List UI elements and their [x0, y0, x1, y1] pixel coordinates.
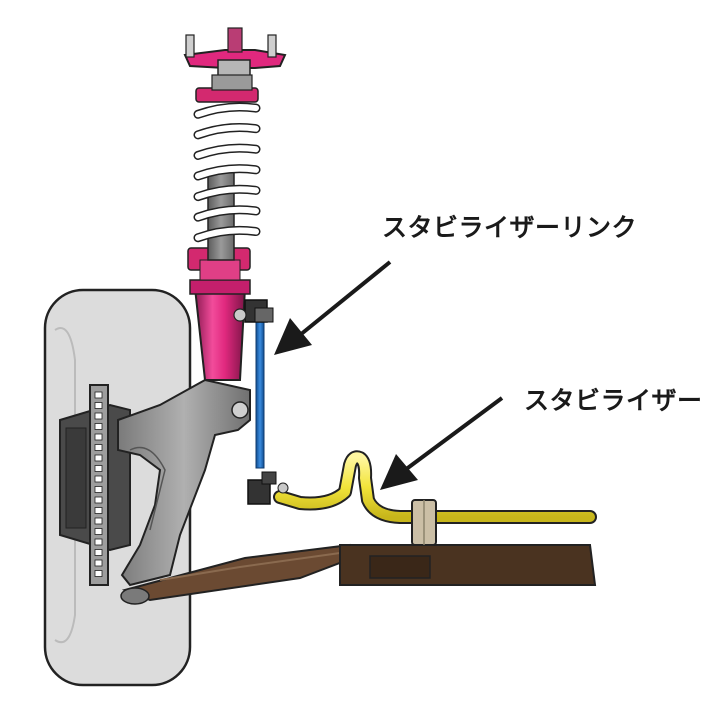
knuckle	[117, 378, 251, 587]
spring-coil-highlight	[195, 206, 259, 221]
spring-coil-highlight	[195, 186, 259, 200]
spring-coil-highlight	[195, 103, 259, 118]
rotor-hole	[94, 433, 103, 441]
arrow-to-link	[274, 260, 392, 355]
label-stabilizer: スタビライザー	[524, 386, 703, 415]
rotor-hole	[94, 507, 103, 514]
spring-coil-highlight	[195, 165, 259, 179]
rotor-hole	[94, 412, 103, 420]
rotor-hole	[94, 444, 103, 451]
spring-coil-highlight	[195, 227, 259, 241]
rotor-hole	[94, 570, 103, 577]
rotor-hole	[94, 402, 103, 409]
rotor-hole	[94, 559, 103, 567]
rotor-hole	[94, 549, 103, 556]
rotor-hole	[94, 454, 103, 462]
rotor-hole	[94, 496, 103, 504]
coilover-strut	[187, 169, 251, 381]
rotor-hole	[94, 465, 103, 472]
subframe	[339, 544, 597, 586]
rotor-hole	[94, 538, 103, 546]
label-stabilizer-link: スタビライザーリンク	[382, 213, 638, 242]
rotor-hole	[94, 528, 103, 535]
spring-coil-highlight	[195, 145, 259, 159]
rotor-hole	[94, 517, 103, 525]
lower-control-arm	[120, 543, 360, 605]
rotor-hole	[94, 486, 103, 493]
arrow-to-stabilizer	[380, 396, 504, 490]
rotor-hole	[94, 475, 103, 483]
stabilizer-bushing	[411, 499, 437, 546]
rotor-hole	[94, 423, 103, 430]
brake-rotor	[89, 384, 109, 586]
coil-spring	[193, 87, 261, 243]
rotor-hole	[94, 391, 103, 399]
stabilizer-link	[233, 299, 289, 505]
stabilizer-bar	[273, 450, 597, 524]
top-mount	[183, 27, 287, 91]
spring-coil-highlight	[195, 124, 259, 138]
